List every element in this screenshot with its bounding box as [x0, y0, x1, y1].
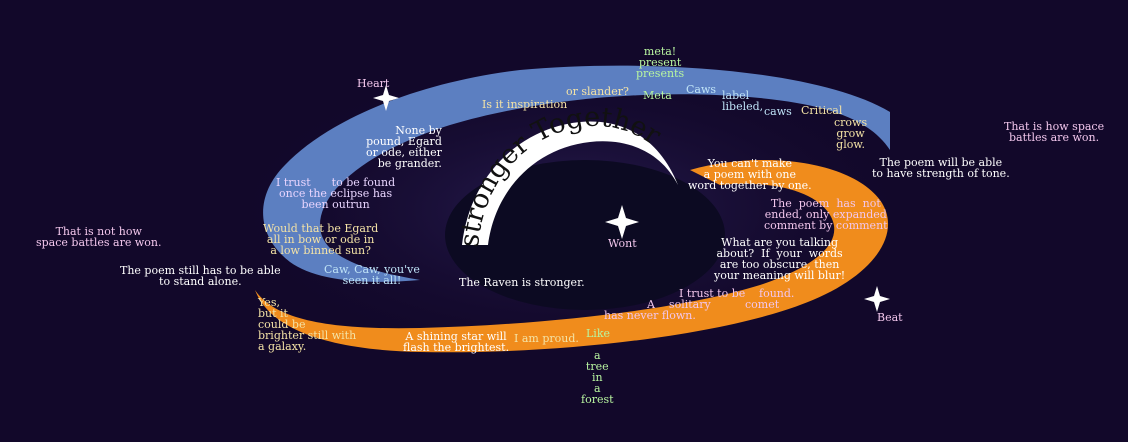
orange-arm	[255, 160, 889, 353]
galaxy-core	[445, 160, 725, 310]
phrase-what-are-you-talking: What are you talking about? If your word…	[714, 236, 846, 282]
phrase-poem-strength-of-tone: The poem will be able to have strength o…	[872, 156, 1010, 180]
phrase-comet: comet	[745, 298, 780, 311]
phrase-a-solitary: A solitary	[647, 298, 711, 311]
phrase-i-am-proud: I am proud.	[514, 332, 579, 345]
phrase-is-it-inspiration: Is it inspiration	[482, 98, 568, 111]
phrase-caws: caws	[764, 105, 792, 118]
phrase-i-trust-eclipse: I trust to be found once the eclipse has…	[276, 176, 396, 211]
phrase-or-slander: or slander?	[566, 85, 629, 98]
star-label-wont: Wont	[608, 237, 637, 250]
phrase-meta-stack: meta! present presents	[636, 45, 685, 80]
phrase-none-by-pound: None by pound, Egard or ode, either be g…	[366, 124, 442, 170]
phrase-critical: Critical	[801, 104, 843, 117]
star-icon-wont	[605, 205, 639, 239]
phrase-yes-but-it: Yes, but it could be brighter still with…	[258, 296, 357, 353]
star-label-beat: Beat	[877, 311, 903, 324]
phrase-meta: Meta	[643, 89, 672, 102]
star-icon-beat	[864, 286, 890, 312]
phrase-space-battles-won: That is how space battles are won.	[1004, 120, 1105, 144]
star-icon-heart	[373, 85, 399, 111]
phrase-space-battles-not-won: That is not how space battles are won.	[36, 225, 162, 249]
star-label-heart: Heart	[357, 77, 390, 90]
phrase-raven-is-stronger: The Raven is stronger.	[459, 276, 585, 289]
phrase-never-flown: has never flown.	[604, 309, 696, 322]
phrase-cant-make-poem: You can't make a poem with one word toge…	[688, 157, 812, 192]
phrase-shining-star: A shining star will flash the brightest.	[403, 330, 510, 354]
phrase-like: Like	[586, 327, 610, 340]
blue-arm	[263, 65, 891, 282]
phrase-a-tree-in-a-forest: a tree in a forest	[581, 349, 614, 406]
phrase-crows-grow-glow: crows grow glow.	[834, 116, 868, 151]
phrase-would-that-be-egard: Would that be Egard all in bow or ode in…	[263, 222, 379, 257]
phrase-poem-stand-alone: The poem still has to be able to stand a…	[120, 264, 281, 288]
phrase-label-libeled: label libeled,	[722, 89, 764, 113]
phrase-caw-caw: Caw, Caw, you've seen it all!	[324, 263, 420, 287]
phrase-i-trust-to-be: I trust to be	[679, 287, 746, 300]
title-arc	[462, 121, 678, 245]
phrase-poem-not-ended: The poem has not ended, only expanded co…	[764, 197, 888, 232]
phrase-found: found.	[759, 287, 795, 300]
phrase-caws-top: Caws	[686, 83, 717, 96]
